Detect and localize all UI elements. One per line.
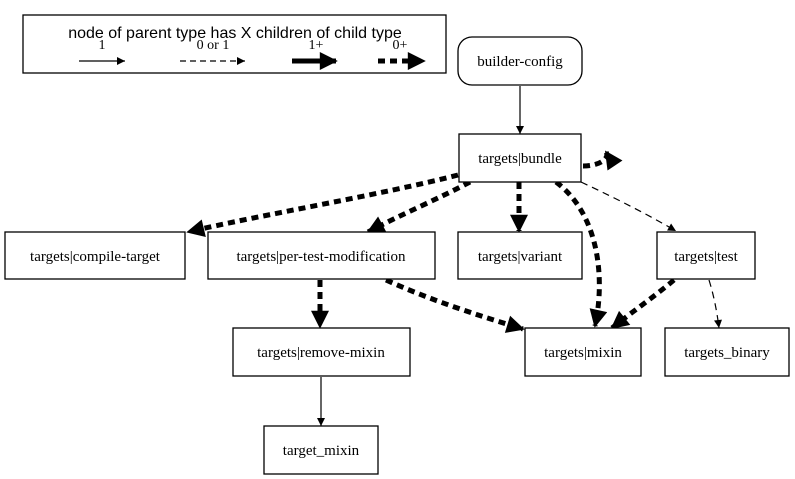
node-targets-bundle[interactable]: targets|bundle — [458, 133, 582, 183]
node-label-targets-bundle: targets|bundle — [478, 151, 562, 167]
node-label-targets-remove-mixin: targets|remove-mixin — [257, 345, 385, 361]
legend-label-optional-many: 0+ — [393, 38, 408, 53]
node-targets-binary[interactable]: targets_binary — [664, 327, 790, 377]
node-target-mixin[interactable]: target_mixin — [263, 425, 379, 475]
node-label-target-mixin: target_mixin — [283, 443, 360, 459]
node-label-builder-config: builder-config — [477, 54, 563, 70]
legend: node of parent type has X children of ch… — [22, 14, 447, 74]
node-label-targets-test: targets|test — [674, 249, 738, 265]
node-label-targets-variant: targets|variant — [478, 249, 563, 265]
legend-title: node of parent type has X children of ch… — [68, 25, 402, 42]
legend-label-optional: 0 or 1 — [197, 38, 230, 53]
node-label-targets-per-test-modification: targets|per-test-modification — [236, 249, 406, 265]
node-targets-per-test-modification[interactable]: targets|per-test-modification — [207, 231, 436, 280]
node-targets-mixin[interactable]: targets|mixin — [524, 327, 642, 377]
legend-label-single: 1 — [99, 38, 106, 53]
node-builder-config[interactable]: builder-config — [457, 36, 583, 86]
edge-bundle-self-loop — [582, 150, 623, 171]
edge-per-test-modification-to-mixin — [384, 277, 525, 333]
edges — [186, 86, 722, 426]
node-label-targets-binary: targets_binary — [684, 345, 770, 361]
node-targets-test[interactable]: targets|test — [656, 231, 756, 280]
node-targets-remove-mixin[interactable]: targets|remove-mixin — [232, 327, 411, 377]
edge-bundle-to-compile-target — [186, 172, 459, 238]
edge-bundle-to-test — [580, 181, 677, 232]
edge-test-to-mixin — [610, 278, 676, 330]
nodes: builder-config targets|bundle targets|co… — [4, 36, 790, 475]
legend-box — [22, 14, 447, 74]
edge-bundle-to-per-test-modification — [366, 179, 472, 235]
legend-label-many: 1+ — [309, 38, 324, 53]
node-label-targets-compile-target: targets|compile-target — [30, 249, 161, 265]
edge-bundle-to-mixin — [554, 180, 608, 328]
node-targets-variant[interactable]: targets|variant — [457, 231, 583, 280]
node-targets-compile-target[interactable]: targets|compile-target — [4, 231, 186, 280]
node-label-targets-mixin: targets|mixin — [544, 345, 622, 361]
edge-test-to-binary — [708, 279, 722, 329]
